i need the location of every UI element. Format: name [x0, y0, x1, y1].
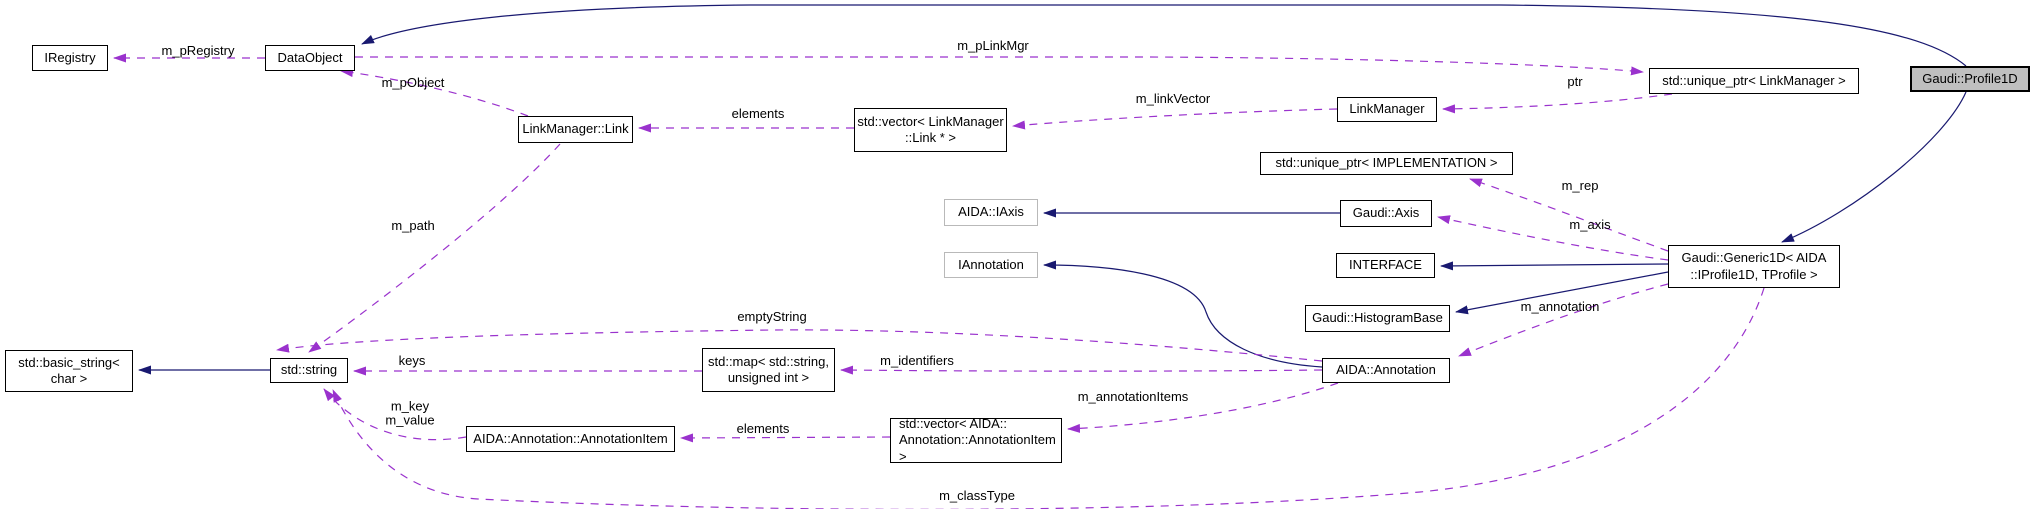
edge-label-m-pregistry: m_pRegistry: [161, 42, 235, 58]
edge-m-pobject: [340, 68, 529, 117]
edge-m-linkvector: [1012, 108, 1338, 130]
node-aida-iaxis: AIDA::IAxis: [944, 199, 1038, 226]
edge-label-m-axis: m_axis: [1569, 216, 1611, 232]
node-std-unique-ptr-linkmanager[interactable]: std::unique_ptr< LinkManager >: [1649, 68, 1859, 94]
edge-m-axis: [1437, 215, 1669, 261]
node-std-map[interactable]: std::map< std::string, unsigned int >: [702, 348, 835, 392]
node-iregistry[interactable]: IRegistry: [32, 45, 108, 71]
node-dataobject[interactable]: DataObject: [265, 45, 355, 71]
node-gaudi-profile1d: Gaudi::Profile1D: [1910, 66, 2030, 92]
edge-label-m-path: m_path: [391, 217, 435, 233]
node-linkmanager[interactable]: LinkManager: [1337, 97, 1437, 122]
edge-label-m-key-m-value: m_key m_value: [385, 398, 435, 428]
edge-label-m-annotationitems: m_annotationItems: [1077, 388, 1189, 404]
node-aida-annotation-annotationitem[interactable]: AIDA::Annotation::AnnotationItem: [466, 426, 675, 452]
node-iannotation: IAnnotation: [944, 252, 1038, 278]
edge-emptystring: [276, 329, 1323, 362]
edge-label-elements-bottom: elements: [736, 420, 790, 436]
edge-label-keys: keys: [398, 352, 426, 368]
edge-inherit-generic1d-interface: [1440, 261, 1669, 271]
node-std-vector-annotationitem[interactable]: std::vector< AIDA:: Annotation::Annotati…: [890, 416, 1062, 464]
edge-m-classtype: [332, 287, 1765, 509]
edge-inherit-profile1d-generic1d: [1781, 91, 1967, 243]
edge-label-m-pobject: m_pObject: [381, 74, 445, 90]
edge-label-m-plinkmgr: m_pLinkMgr: [957, 37, 1029, 53]
node-gaudi-axis[interactable]: Gaudi::Axis: [1340, 200, 1432, 227]
edge-elements-bottom: [680, 433, 891, 443]
edge-label-ptr: ptr: [1567, 73, 1583, 89]
edge-label-m-annotation: m_annotation: [1520, 298, 1600, 314]
node-std-string[interactable]: std::string: [270, 358, 348, 383]
node-std-unique-ptr-implementation[interactable]: std::unique_ptr< IMPLEMENTATION >: [1260, 152, 1513, 175]
edge-inherit-annotation-iannotation: [1043, 260, 1323, 368]
node-std-basic-string[interactable]: std::basic_string< char >: [5, 350, 133, 392]
edge-m-identifiers: [840, 365, 1323, 375]
edge-label-m-identifiers: m_identifiers: [880, 352, 954, 368]
edge-ptr: [1442, 93, 1673, 114]
node-linkmanager-link[interactable]: LinkManager::Link: [518, 116, 633, 143]
edge-inherit-generic1d-histogrambase: [1455, 271, 1669, 315]
edge-label-elements-top: elements: [731, 105, 785, 121]
edge-m-path: [308, 143, 561, 353]
edge-label-m-linkvector: m_linkVector: [1135, 90, 1211, 106]
edge-label-m-rep: m_rep: [1561, 177, 1599, 193]
edge-m-annotation: [1458, 283, 1669, 357]
node-aida-annotation[interactable]: AIDA::Annotation: [1322, 358, 1450, 383]
edge-m-rep: [1469, 178, 1669, 252]
node-gaudi-histogrambase[interactable]: Gaudi::HistogramBase: [1305, 305, 1450, 332]
node-gaudi-generic1d[interactable]: Gaudi::Generic1D< AIDA ::IProfile1D, TPr…: [1668, 245, 1840, 288]
node-std-vector-linkmanager-link[interactable]: std::vector< LinkManager ::Link * >: [854, 108, 1007, 152]
edge-inherit-profile1d-dataobject: [361, 4, 1967, 67]
edge-label-emptystring: emptyString: [737, 308, 807, 324]
node-interface[interactable]: INTERFACE: [1336, 253, 1435, 278]
edge-m-annotationitems: [1067, 382, 1339, 433]
edge-label-m-classtype: m_classType: [939, 487, 1015, 503]
edge-m-plinkmgr: [355, 56, 1644, 76]
